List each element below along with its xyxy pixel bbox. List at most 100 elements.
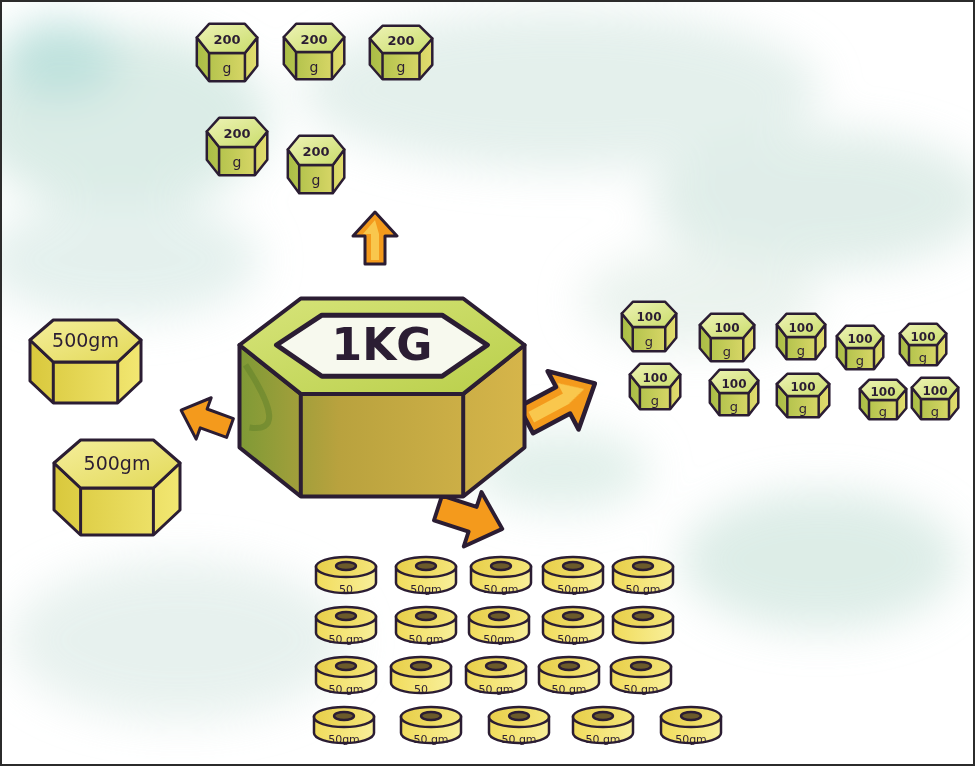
weight-edge (868, 400, 871, 419)
weight-50g: 50 gm (315, 605, 377, 647)
weight-label: g (195, 60, 259, 76)
weight-label: 100 (708, 375, 760, 391)
weight-100g: 100 g (708, 368, 760, 418)
weight-top (700, 314, 755, 338)
weight-edge (786, 396, 789, 417)
weight-edge (116, 362, 119, 403)
weight-text: g (879, 405, 887, 418)
weight-text: g (730, 400, 738, 413)
weight-top (489, 707, 549, 727)
block-arrow (174, 390, 238, 449)
weight-50g: 50 gm (395, 605, 457, 647)
weight-hole (336, 612, 356, 620)
weight-label: 50gm (660, 730, 722, 746)
weight-top (401, 707, 461, 727)
weight-edge (295, 52, 298, 79)
weight-text: 100 (642, 372, 667, 384)
weight-top (316, 657, 376, 677)
weight-edge (152, 488, 155, 535)
weight-50g: 50gm (468, 605, 530, 647)
weight-text: g (645, 335, 653, 348)
weight-100g: 100g (775, 372, 831, 420)
weight-text: g (919, 351, 927, 364)
weight-text: g (651, 394, 659, 407)
weight-text: 500gm (84, 454, 151, 473)
weight-text: g (397, 60, 406, 74)
weight-200g: 200g (368, 24, 434, 82)
weight-label: g (628, 392, 682, 408)
block-arrow (353, 212, 397, 264)
weight-hole (681, 712, 701, 720)
weight-100g: 100g (858, 378, 908, 422)
weight-label: 200 (195, 31, 259, 47)
weight-50g: 50 gm (572, 705, 634, 747)
weight-50g: 50 gm (315, 655, 377, 697)
weight-top (316, 607, 376, 627)
weight-100g: 100 g (628, 362, 682, 412)
weight-text: g (223, 61, 232, 75)
weight-100g: 100 g (898, 322, 948, 368)
weight-label: 100 (910, 382, 960, 398)
weight-label: 100 (628, 369, 682, 385)
weight-top (240, 299, 525, 394)
weight-text: 50 gm (408, 634, 443, 645)
weight-top (630, 364, 681, 387)
weight-label: g (368, 59, 434, 75)
weight-text: 100 (910, 331, 935, 343)
weight-label: 100 (898, 328, 948, 344)
weight-edge (244, 53, 247, 81)
weight-label: 500gm (28, 331, 143, 350)
weight-text: 100 (788, 322, 813, 334)
weight-text: g (312, 173, 321, 187)
weight-label: 50 gm (465, 680, 527, 696)
weight-top (54, 440, 180, 488)
weight-label: 50 (390, 680, 452, 696)
weight-hole (563, 612, 583, 620)
weight-hole (411, 662, 431, 670)
weight-50g: 50 gm (538, 655, 600, 697)
weight-50g: 50 (390, 655, 452, 697)
watercolour-wash (0, 10, 975, 720)
weight-edge (710, 338, 713, 361)
weight-text: 50 gm (328, 684, 363, 695)
weight-top (471, 557, 531, 577)
weight-label: g (910, 403, 960, 419)
weight-top (316, 557, 376, 577)
weight-label: g (835, 352, 885, 368)
weight-top (710, 370, 759, 393)
weight-label: 100 (775, 378, 831, 394)
weight-top (197, 24, 257, 53)
weight-100g: 100 g (910, 376, 960, 422)
direction-arrows (174, 212, 611, 556)
weight-text: 1KG (332, 323, 433, 367)
weight-text: 100 (714, 322, 739, 334)
weight-text: 50gm (675, 734, 707, 745)
weight-hole (559, 662, 579, 670)
weight-text: g (723, 345, 731, 358)
weight-top (396, 607, 456, 627)
weight-edge (920, 399, 923, 419)
weight-edge (742, 338, 745, 361)
weight-50g: 50gm (395, 555, 457, 597)
weight-edge (79, 488, 82, 535)
weight-label: 50 gm (315, 630, 377, 646)
weight-label: g (775, 342, 827, 358)
weight-label: 50 gm (610, 680, 672, 696)
weight-100g: 100 g (698, 312, 756, 364)
weight-hole (486, 662, 506, 670)
weight-text: 100 (790, 381, 815, 393)
weight-top (469, 607, 529, 627)
weight-hole (633, 562, 653, 570)
weight-hole (421, 712, 441, 720)
weight-top (613, 557, 673, 577)
weight-50g: 50 gm (470, 555, 532, 597)
weight-hole (336, 562, 356, 570)
weight-text: 50 gm (413, 734, 448, 745)
weight-top (396, 557, 456, 577)
weight-label: 50gm (313, 730, 375, 746)
weight-label: 100 (620, 308, 678, 324)
weight-label: 50 gm (488, 730, 550, 746)
weight-edge (785, 337, 788, 359)
weight-edge (896, 400, 899, 419)
